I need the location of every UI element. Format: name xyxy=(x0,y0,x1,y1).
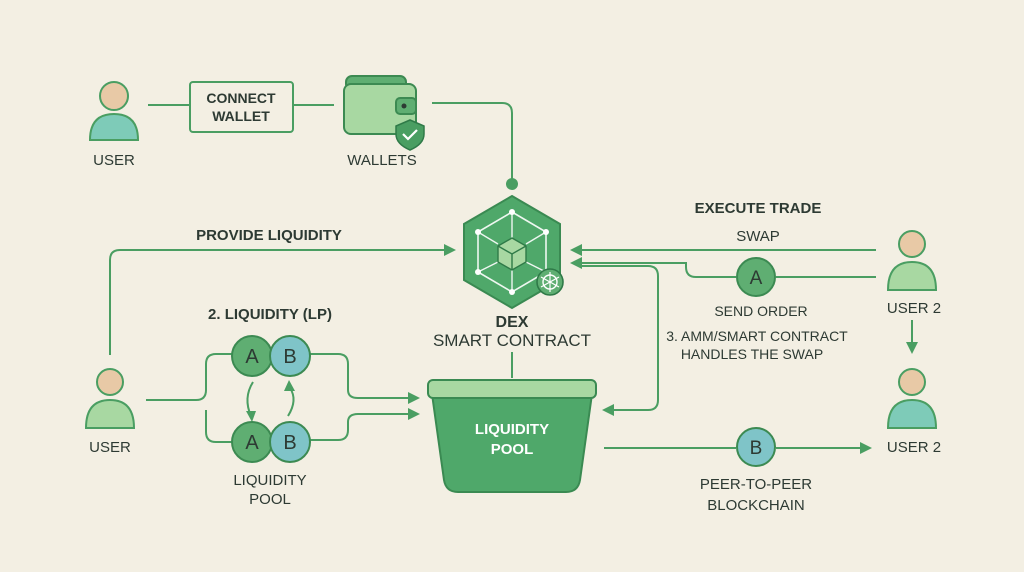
amm-line2: HANDLES THE SWAP xyxy=(681,346,823,362)
line-user-lp-bottom xyxy=(205,410,232,443)
lp-token-pair-bottom: A B xyxy=(231,421,311,463)
hexagon-cube-icon xyxy=(463,194,561,310)
token-a-label: A xyxy=(245,432,259,454)
provide-liquidity-label: PROVIDE LIQUIDITY xyxy=(196,227,342,244)
token-a-label: A xyxy=(245,346,259,368)
token-a-label: A xyxy=(750,268,763,289)
line-send-order-left xyxy=(578,262,736,278)
user2-bottom: USER 2 xyxy=(886,368,941,456)
p2p-line1: PEER-TO-PEER xyxy=(700,476,812,493)
token-b-icon xyxy=(736,427,776,467)
token-a-icon xyxy=(736,257,776,297)
dot-connector xyxy=(506,178,518,190)
network-gear-icon xyxy=(536,268,564,296)
line-provide-liquidity xyxy=(109,249,448,355)
user-top-label: USER xyxy=(93,152,135,169)
user-icon xyxy=(88,81,140,141)
wallets-label: WALLETS xyxy=(347,152,416,169)
arrowhead xyxy=(284,380,295,391)
connect-wallet-line1: CONNECT xyxy=(206,90,276,106)
liquidity-lp-label: 2. LIQUIDITY (LP) xyxy=(208,306,332,323)
pool-left-line2: POOL xyxy=(249,491,291,508)
token-b-label: B xyxy=(283,346,296,368)
pool-center-line1: LIQUIDITY xyxy=(475,421,549,438)
arrowhead xyxy=(906,342,918,354)
wallet-icon xyxy=(343,75,417,135)
connectors xyxy=(109,102,918,454)
arrowhead xyxy=(860,442,872,454)
user-icon xyxy=(886,230,938,291)
arrowhead xyxy=(408,392,420,404)
pool-center-line2: POOL xyxy=(491,441,534,458)
dex-subtitle: SMART CONTRACT xyxy=(433,331,591,350)
arrowhead xyxy=(408,408,420,420)
p2p-token: B xyxy=(736,427,776,467)
user2-bottom-label: USER 2 xyxy=(887,439,941,456)
wallets: WALLETS xyxy=(343,75,425,169)
arrowhead xyxy=(602,404,614,416)
user-icon xyxy=(84,368,136,429)
line-lp-up xyxy=(287,387,295,417)
lp-token-pair-top: A B xyxy=(231,335,311,377)
dex-smart-contract: DEX SMART CONTRACT xyxy=(433,194,591,350)
execute-trade-label: EXECUTE TRADE xyxy=(695,200,822,217)
bucket-icon xyxy=(427,379,597,493)
arrowhead xyxy=(444,244,456,256)
connect-wallet-line2: WALLET xyxy=(212,108,270,124)
token-b-label: B xyxy=(750,438,763,459)
token-b-label: B xyxy=(283,432,296,454)
line-user-lp-top xyxy=(146,353,232,401)
send-order-token: A xyxy=(736,257,776,297)
swap-label: SWAP xyxy=(736,228,780,245)
arrowhead xyxy=(570,257,582,269)
token-b-icon xyxy=(269,335,311,377)
shield-check-icon xyxy=(395,119,425,151)
arrowhead xyxy=(570,244,582,256)
token-b-icon xyxy=(269,421,311,463)
line-lp-pool-bottom xyxy=(310,413,412,441)
send-order-label: SEND ORDER xyxy=(714,303,807,319)
p2p-line2: BLOCKCHAIN xyxy=(707,497,805,514)
line-wallets-dex xyxy=(432,102,513,183)
line-amm-loop xyxy=(578,265,659,411)
user-left-label: USER xyxy=(89,439,131,456)
arrowhead xyxy=(246,411,256,422)
user-left: USER xyxy=(84,368,136,456)
user-top: USER xyxy=(88,81,140,169)
dex-title: DEX xyxy=(496,314,529,331)
line-lp-pool-top xyxy=(310,353,412,399)
line-lp-down xyxy=(246,381,254,417)
liquidity-pool: LIQUIDITY POOL xyxy=(427,379,597,493)
user-icon xyxy=(886,368,938,429)
user2-top-label: USER 2 xyxy=(887,300,941,317)
connect-wallet-box: CONNECT WALLET xyxy=(189,81,294,133)
pool-left-line1: LIQUIDITY xyxy=(233,472,306,489)
amm-line1: 3. AMM/SMART CONTRACT xyxy=(666,328,848,344)
user2-top: USER 2 xyxy=(886,230,941,317)
